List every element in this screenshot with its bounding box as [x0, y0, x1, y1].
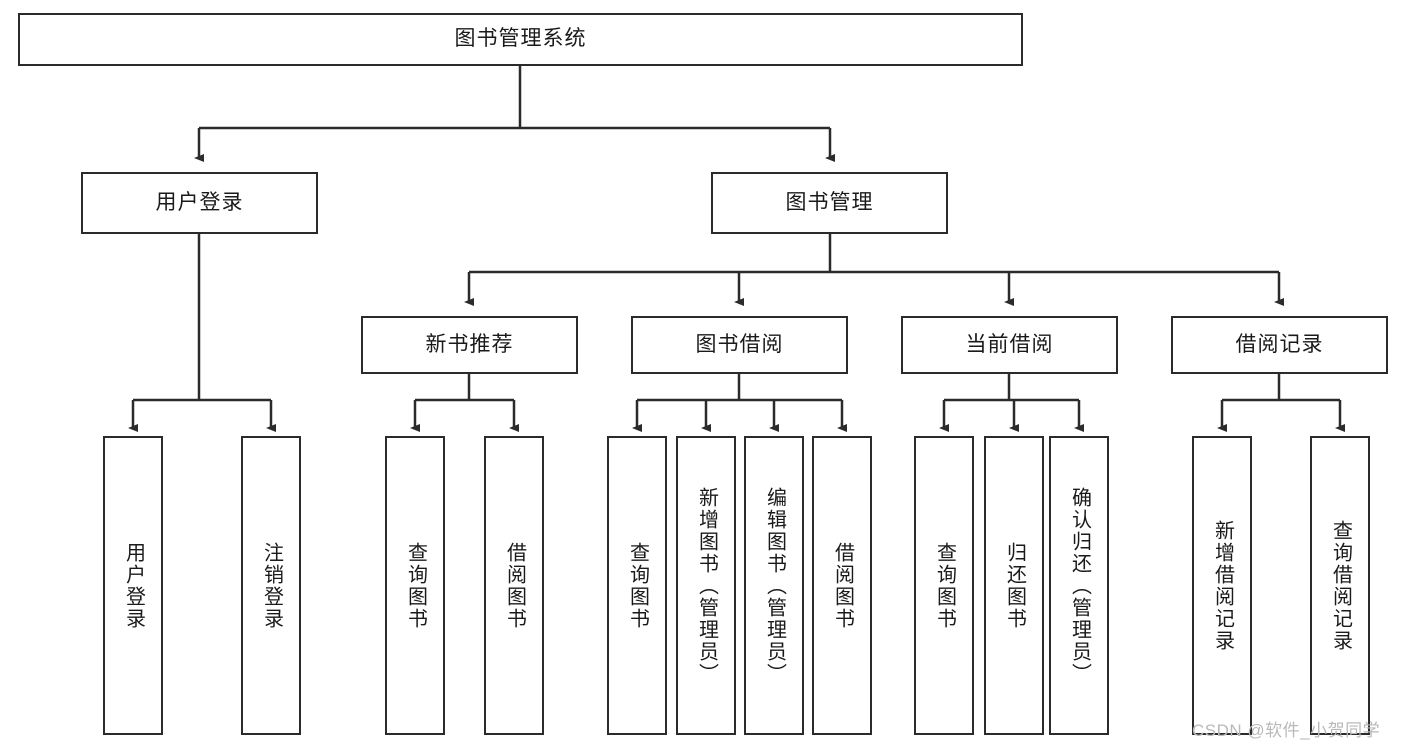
leaf-label: 借阅图书 — [831, 541, 854, 630]
node-new-book-recommend[interactable]: 新书推荐 — [361, 316, 578, 374]
node-borrow-record-label: 借阅记录 — [1235, 332, 1324, 356]
leaf-user-login-signin[interactable]: 用户登录 — [103, 436, 163, 735]
leaf-label: 确认归还（管理员） — [1068, 486, 1091, 685]
leaf-current-borrow-confirm[interactable]: 确认归还（管理员） — [1049, 436, 1109, 735]
leaf-borrow-record-query[interactable]: 查询借阅记录 — [1310, 436, 1370, 735]
leaf-label: 查询图书 — [626, 541, 649, 630]
node-book-management-label: 图书管理 — [785, 190, 874, 214]
csdn-watermark: CSDN @软件_小贺同学 — [1192, 721, 1381, 740]
leaf-book-borrow-edit[interactable]: 编辑图书（管理员） — [744, 436, 804, 735]
node-root-label: 图书管理系统 — [454, 27, 587, 51]
node-current-borrow[interactable]: 当前借阅 — [901, 316, 1118, 374]
leaf-book-borrow-add[interactable]: 新增图书（管理员） — [676, 436, 736, 735]
leaf-book-borrow-lend[interactable]: 借阅图书 — [812, 436, 872, 735]
leaf-label: 查询图书 — [404, 541, 427, 630]
leaf-label: 借阅图书 — [503, 541, 526, 630]
node-root[interactable]: 图书管理系统 — [18, 13, 1023, 66]
leaf-book-borrow-query[interactable]: 查询图书 — [607, 436, 667, 735]
node-user-login-label: 用户登录 — [155, 190, 244, 214]
leaf-label: 新增借阅记录 — [1211, 519, 1234, 652]
leaf-borrow-record-add[interactable]: 新增借阅记录 — [1192, 436, 1252, 735]
leaf-new-book-query[interactable]: 查询图书 — [385, 436, 445, 735]
leaf-label: 查询图书 — [933, 541, 956, 630]
leaf-current-borrow-return[interactable]: 归还图书 — [984, 436, 1044, 735]
leaf-label: 编辑图书（管理员） — [763, 486, 786, 685]
leaf-label: 注销登录 — [260, 541, 283, 630]
node-borrow-record[interactable]: 借阅记录 — [1171, 316, 1388, 374]
leaf-user-login-signout[interactable]: 注销登录 — [241, 436, 301, 735]
leaf-label: 新增图书（管理员） — [695, 486, 718, 685]
node-book-management[interactable]: 图书管理 — [711, 172, 948, 234]
leaf-current-borrow-query[interactable]: 查询图书 — [914, 436, 974, 735]
node-book-borrow-label: 图书借阅 — [695, 332, 784, 356]
leaf-label: 查询借阅记录 — [1329, 519, 1352, 652]
leaf-label: 用户登录 — [122, 541, 145, 630]
node-book-borrow[interactable]: 图书借阅 — [631, 316, 848, 374]
node-new-book-recommend-label: 新书推荐 — [425, 332, 514, 356]
leaf-label: 归还图书 — [1003, 541, 1026, 630]
node-current-borrow-label: 当前借阅 — [965, 332, 1054, 356]
node-user-login[interactable]: 用户登录 — [81, 172, 318, 234]
leaf-new-book-borrow[interactable]: 借阅图书 — [484, 436, 544, 735]
